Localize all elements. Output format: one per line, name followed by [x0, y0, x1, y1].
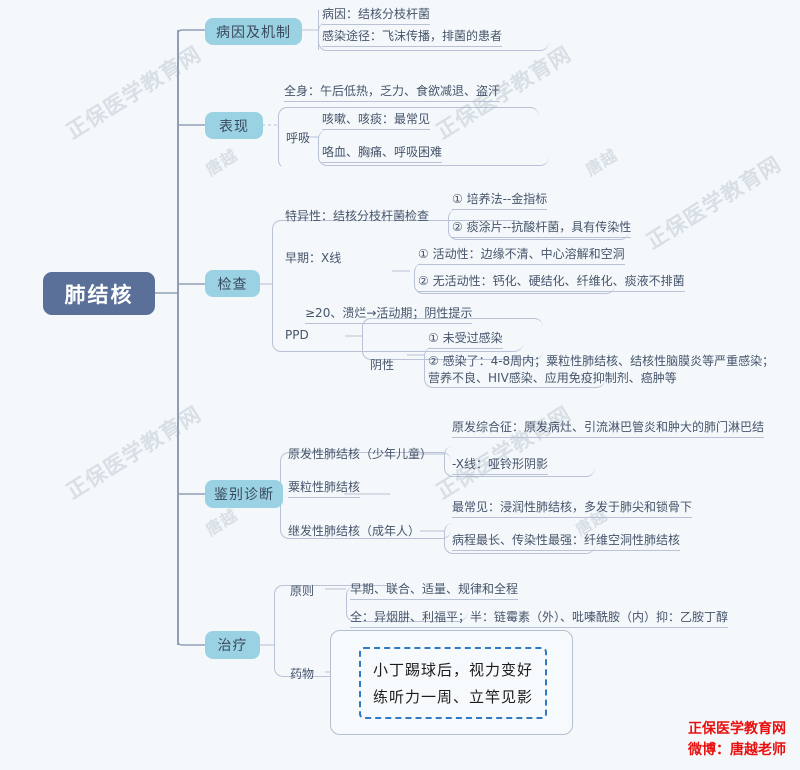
- leaf-text: 病因：结核分枝杆菌: [322, 7, 431, 21]
- leaf-most-common-tb[interactable]: 最常见：浸润性肺结核，多发于肺尖和锁骨下: [452, 498, 693, 518]
- sublabel-ppd[interactable]: PPD: [285, 326, 309, 344]
- leaf-text: ② 痰涂片--抗酸杆菌，具有传染性: [452, 220, 632, 234]
- leaf-ppd-positive[interactable]: ≥20、溃烂→活动期；阴性提示: [305, 304, 473, 324]
- leaf-text: 早期、联合、适量、规律和全程: [350, 582, 519, 596]
- sublabel-early-xray[interactable]: 早期：X线: [285, 248, 341, 266]
- sublabel-text: 原发性肺结核（少年儿童）: [288, 446, 433, 461]
- group-respiratory-bracket: [318, 130, 549, 166]
- branch-node-cause[interactable]: 病因及机制: [205, 18, 302, 45]
- sublabel-ppd-negative[interactable]: 阴性: [370, 355, 394, 373]
- signature-line-2: 微博：唐越老师: [688, 741, 786, 758]
- sublabel-text: 呼吸: [286, 130, 311, 145]
- leaf-cause-route[interactable]: 感染途径：飞沫传播，排菌的患者: [322, 27, 503, 47]
- group-exam-bracket: [272, 220, 523, 352]
- leaf-text: 病程最长、传染性最强：纤维空洞性肺结核: [452, 533, 681, 547]
- mnemonic-dashed-box: 小丁踢球后，视力变好 练听力一周、立竿见影: [359, 647, 547, 719]
- group-manifestation-bracket: [278, 107, 539, 169]
- sublabel-text: 早期：X线: [285, 250, 342, 265]
- sublabel-text: 阴性: [370, 357, 395, 372]
- root-label: 肺结核: [64, 282, 134, 307]
- sublabel-text: 原则: [290, 583, 315, 598]
- mnemonic-line-1: 小丁踢球后，视力变好: [372, 661, 533, 679]
- leaf-longest-course-tb[interactable]: 病程最长、传染性最强：纤维空洞性肺结核: [452, 531, 681, 551]
- group-cause-bracket: [318, 22, 549, 51]
- leaf-text: 咳嗽、咳痰：最常见: [322, 112, 431, 126]
- leaf-systemic[interactable]: 全身：午后低热，乏力、食欲减退、盗汗: [284, 82, 501, 102]
- branch-label-manifestation: 表现: [219, 118, 249, 135]
- branch-label-examination: 检查: [217, 276, 248, 293]
- branch-node-treatment[interactable]: 治疗: [205, 631, 260, 659]
- leaf-text: 原发综合征：原发病灶、引流淋巴管炎和肿大的肺门淋巴结: [452, 420, 765, 434]
- leaf-text: ① 活动性：边缘不清、中心溶解和空洞: [418, 247, 625, 261]
- sublabel-text: 药物: [290, 666, 315, 681]
- sublabel-text: 特异性：结核分枝杆菌检查: [285, 208, 430, 223]
- sublabel-respiratory[interactable]: 呼吸: [286, 128, 310, 146]
- leaf-principle-detail[interactable]: 早期、联合、适量、规律和全程: [350, 580, 519, 600]
- leaf-miliary-tb[interactable]: 粟粒性肺结核: [288, 478, 361, 498]
- mnemonic-card[interactable]: 小丁踢球后，视力变好 练听力一周、立竿见影: [330, 630, 573, 735]
- leaf-sputum-smear[interactable]: ② 痰涂片--抗酸杆菌，具有传染性: [452, 218, 632, 238]
- group-exam-ppd-bracket: [362, 318, 543, 360]
- group-exam-specific-bracket: [448, 209, 629, 240]
- sublabel-primary-tb[interactable]: 原发性肺结核（少年儿童）: [288, 444, 432, 462]
- leaf-text: 粟粒性肺结核: [288, 480, 361, 494]
- sublabel-principle[interactable]: 原则: [290, 581, 314, 599]
- sublabel-drugs[interactable]: 药物: [290, 664, 314, 682]
- group-treatment-drug-bracket: [346, 586, 467, 622]
- leaf-active-xray[interactable]: ① 活动性：边缘不清、中心溶解和空洞: [418, 245, 625, 265]
- leaf-text: ② 感染了：4-8周内；粟粒性肺结核、结核性脑膜炎等严重感染；营养不良、HIV感…: [428, 353, 775, 385]
- leaf-text: 咯血、胸痛、呼吸困难: [322, 145, 443, 159]
- leaf-never-infected[interactable]: ① 未受过感染: [428, 329, 503, 349]
- leaf-text: 全身：午后低热，乏力、食欲减退、盗汗: [284, 84, 501, 98]
- leaf-inactive-xray[interactable]: ② 无活动性：钙化、硬结化、纤维化、痰液不排菌: [418, 272, 685, 292]
- group-exam-negative-bracket: [424, 347, 605, 388]
- leaf-cough[interactable]: 咳嗽、咳痰：最常见: [322, 110, 431, 130]
- sublabel-secondary-tb[interactable]: 继发性肺结核（成年人）: [288, 521, 420, 539]
- signature-line-1: 正保医学教育网: [688, 721, 786, 738]
- leaf-text: ① 未受过感染: [428, 331, 503, 345]
- leaf-primary-complex[interactable]: 原发综合征：原发病灶、引流淋巴管炎和肿大的肺门淋巴结: [452, 418, 765, 438]
- sublabel-specific-test[interactable]: 特异性：结核分枝杆菌检查: [285, 206, 429, 224]
- leaf-text: 感染途径：飞沫传播，排菌的患者: [322, 29, 503, 43]
- sublabel-text: 继发性肺结核（成年人）: [288, 523, 421, 538]
- leaf-text: 最常见：浸润性肺结核，多发于肺尖和锁骨下: [452, 500, 693, 514]
- leaf-culture-method[interactable]: ① 培养法--金指标: [452, 190, 548, 210]
- leaf-hemoptysis[interactable]: 咯血、胸痛、呼吸困难: [322, 143, 443, 163]
- group-diff-secondary-bracket: [444, 523, 595, 554]
- branch-label-differential: 鉴别诊断: [214, 487, 274, 503]
- root-node[interactable]: 肺结核: [43, 272, 155, 315]
- leaf-drug-detail[interactable]: 全：异烟肼、利福平；半：链霉素（外）、吡嗪酰胺（内）抑：乙胺丁醇: [350, 608, 729, 628]
- group-exam-xray-bracket: [414, 263, 615, 294]
- group-diff-primary-bracket: [444, 446, 595, 477]
- branch-node-manifestation[interactable]: 表现: [205, 112, 263, 139]
- leaf-infected-conditions[interactable]: ② 感染了：4-8周内；粟粒性肺结核、结核性脑膜炎等严重感染；营养不良、HIV感…: [428, 352, 778, 390]
- branch-node-differential[interactable]: 鉴别诊断: [205, 480, 283, 508]
- leaf-cause-pathogen[interactable]: 病因：结核分枝杆菌: [322, 5, 431, 25]
- signature-block: 正保医学教育网 微博：唐越老师: [688, 719, 786, 760]
- leaf-text: ② 无活动性：钙化、硬结化、纤维化、痰液不排菌: [418, 274, 685, 288]
- leaf-text: ① 培养法--金指标: [452, 192, 548, 206]
- branch-node-examination[interactable]: 检查: [205, 270, 260, 297]
- mnemonic-line-2: 练听力一周、立竿见影: [372, 688, 533, 706]
- sublabel-text: PPD: [285, 328, 309, 342]
- leaf-text: ≥20、溃烂→活动期；阴性提示: [305, 306, 473, 320]
- leaf-text: -X线：哑铃形阴影: [452, 457, 548, 471]
- branch-label-treatment: 治疗: [217, 638, 248, 654]
- leaf-dumbbell-shadow[interactable]: -X线：哑铃形阴影: [452, 455, 548, 475]
- leaf-text: 全：异烟肼、利福平；半：链霉素（外）、吡嗪酰胺（内）抑：乙胺丁醇: [350, 610, 729, 624]
- branch-label-cause: 病因及机制: [216, 24, 291, 41]
